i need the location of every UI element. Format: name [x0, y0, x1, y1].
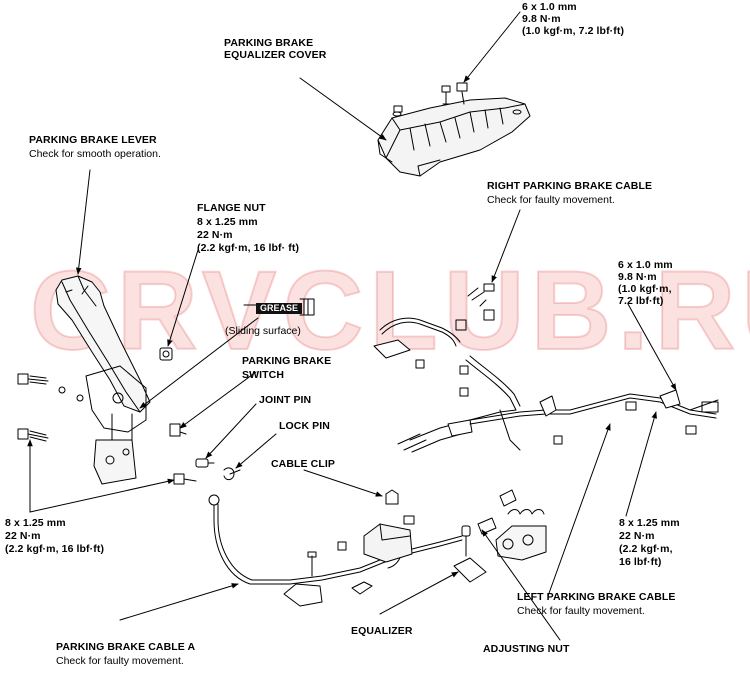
flange-nut-part	[159, 347, 173, 361]
cable-clip-part	[385, 489, 399, 505]
equalizer-part	[453, 525, 487, 583]
top-bolt-size: 6 x 1.0 mm	[522, 1, 577, 13]
flange-nut-torque-alt: (2.2 kgf·m, 16 lbf· ft)	[197, 242, 300, 254]
left-bolt-size: 8 x 1.25 mm	[5, 517, 66, 529]
right-cable-note: Check for faulty movement.	[487, 194, 615, 206]
equalizer-cover-part	[377, 97, 531, 177]
flange-nut-torque: 22 N·m	[197, 229, 233, 241]
right-lower-bolt-torque: 22 N·m	[619, 530, 655, 542]
cable-a-part	[208, 494, 463, 607]
right-bolt-torque-alt-1: (1.0 kgf·m,	[618, 283, 672, 295]
right-cable-title: RIGHT PARKING BRAKE CABLE	[487, 180, 653, 192]
brake-lever-title: PARKING BRAKE LEVER	[29, 134, 157, 146]
brake-lever-note: Check for smooth operation.	[29, 148, 161, 160]
brake-switch-label-1: PARKING BRAKE	[242, 355, 332, 367]
left-cable-title: LEFT PARKING BRAKE CABLE	[517, 591, 676, 603]
brake-switch-label-2: SWITCH	[242, 369, 285, 381]
flange-nut-size: 8 x 1.25 mm	[197, 216, 258, 228]
top-bolt-torque: 9.8 N·m	[522, 13, 561, 25]
grease-note: (Sliding surface)	[225, 325, 301, 337]
right-lower-bolt-size: 8 x 1.25 mm	[619, 517, 680, 529]
right-bolt-torque-alt-2: 7.2 lbf·ft)	[618, 295, 664, 307]
lever-bolts	[17, 373, 197, 485]
equalizer-label: EQUALIZER	[351, 625, 413, 637]
top-bolt-torque-alt: (1.0 kgf·m, 7.2 lbf·ft)	[522, 25, 625, 37]
equalizer-cover-label-1: PARKING BRAKE	[224, 37, 314, 49]
right-bolt-torque: 9.8 N·m	[618, 271, 657, 283]
left-bolt-torque-alt: (2.2 kgf·m, 16 lbf·ft)	[5, 543, 105, 555]
left-bolt-torque: 22 N·m	[5, 530, 41, 542]
right-lower-bolt-torque-alt-2: 16 lbf·ft)	[619, 556, 662, 568]
grease-tag-frame	[243, 298, 315, 316]
cable-a-title: PARKING BRAKE CABLE A	[56, 641, 196, 653]
right-bolt-size: 6 x 1.0 mm	[618, 259, 673, 271]
left-cable-note: Check for faulty movement.	[517, 605, 645, 617]
right-cable-part	[373, 283, 521, 453]
joint-pin-label: JOINT PIN	[259, 394, 312, 406]
cable-a-note: Check for faulty movement.	[56, 655, 184, 667]
right-lower-bolt-torque-alt-1: (2.2 kgf·m,	[619, 543, 673, 555]
equalizer-bracket-part	[337, 515, 415, 563]
leader-lines	[27, 11, 677, 641]
brake-lever-part	[55, 275, 151, 485]
adjusting-nut-part	[477, 489, 547, 561]
grease-tag: GREASE	[256, 303, 303, 314]
lock-pin-part	[223, 467, 241, 481]
adjusting-nut-label: ADJUSTING NUT	[483, 643, 570, 655]
cable-clip-label: CABLE CLIP	[271, 458, 335, 470]
joint-pin-part	[195, 458, 215, 468]
equalizer-cover-label-2: EQUALIZER COVER	[224, 49, 327, 61]
left-cable-part	[469, 389, 719, 451]
cover-bolts	[393, 82, 468, 113]
lock-pin-label: LOCK PIN	[279, 420, 330, 432]
flange-nut-title: FLANGE NUT	[197, 202, 266, 214]
